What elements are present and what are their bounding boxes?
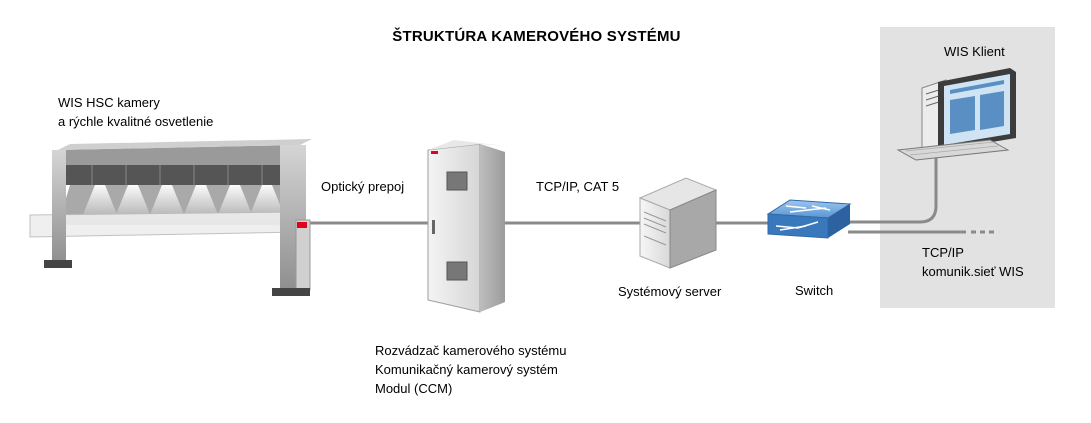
- server-icon: [638, 177, 718, 269]
- cabinet-label: Rozvádzač kamerového systému Komunikačný…: [375, 341, 566, 398]
- tcp-link-label: TCP/IP, CAT 5: [536, 179, 620, 194]
- diagram-title: ŠTRUKTÚRA KAMEROVÉHO SYSTÉMU: [392, 28, 681, 45]
- client-computer-icon: [896, 68, 1016, 161]
- cabinet-label-line3: Modul (CCM): [375, 381, 453, 396]
- camera-label-line1: WIS HSC kamery: [58, 95, 160, 110]
- cabinet-label-line2: Komunikačný kamerový systém: [375, 362, 558, 377]
- optical-link-label: Optický prepoj: [321, 179, 405, 194]
- network-label: TCP/IP komunik.sieť WIS: [922, 243, 1024, 281]
- switch-label: Switch: [795, 283, 834, 298]
- camera-frame-icon: [29, 139, 312, 296]
- cabinet-label-line1: Rozvádzač kamerového systému: [375, 343, 567, 358]
- server-label: Systémový server: [618, 284, 722, 299]
- cables: [300, 155, 994, 234]
- camera-label-line2: a rýchle kvalitné osvetlenie: [58, 114, 214, 129]
- cabinet-icon: [427, 140, 505, 313]
- camera-label: WIS HSC kamery a rýchle kvalitné osvetle…: [58, 93, 213, 131]
- client-label: WIS Klient: [944, 44, 1005, 59]
- switch-icon: [766, 199, 852, 239]
- client-cable: [848, 155, 938, 224]
- network-label-line2: komunik.sieť WIS: [922, 264, 1024, 279]
- network-label-line1: TCP/IP: [922, 245, 964, 260]
- client-area-panel: [880, 27, 1055, 308]
